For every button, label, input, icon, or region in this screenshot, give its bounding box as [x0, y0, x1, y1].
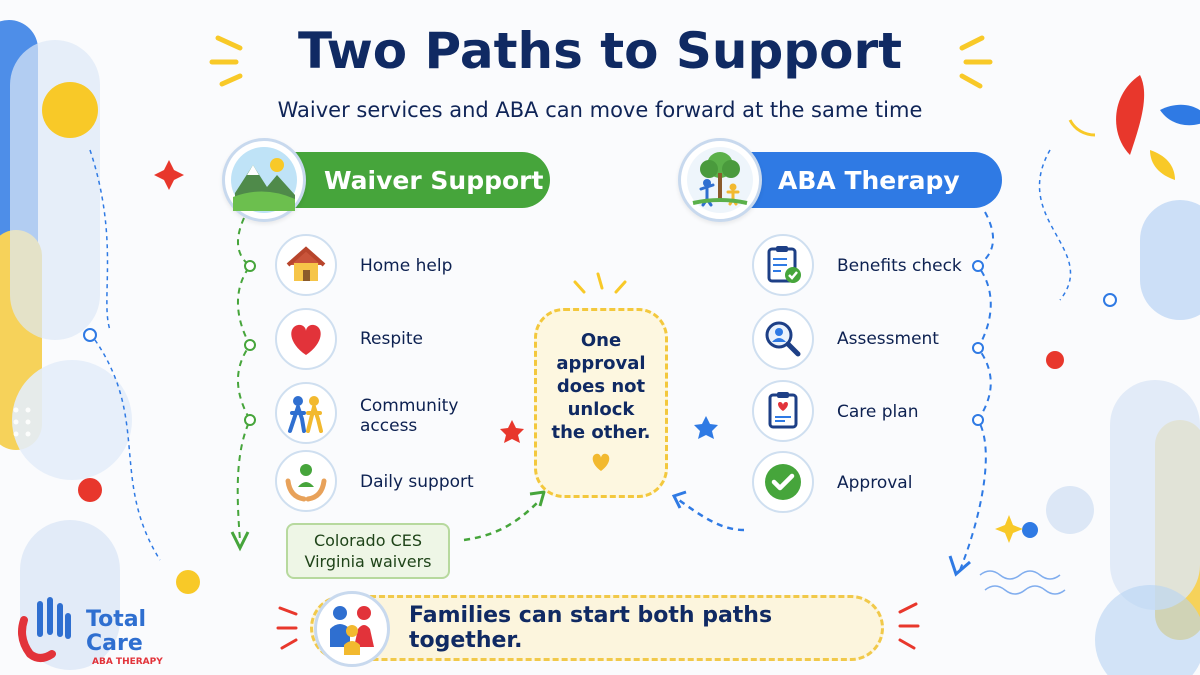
- waiver-item-home-help: Home help: [360, 256, 453, 276]
- banner-text: Families can start both paths together.: [409, 603, 773, 653]
- aba-item-assessment: Assessment: [837, 329, 939, 349]
- people-walking-icon: [275, 382, 337, 444]
- aba-therapy-header: ABA Therapy: [720, 152, 1002, 208]
- checkmark-circle-icon: [752, 451, 814, 513]
- heart-icon: [275, 308, 337, 370]
- aba-item-care-plan: Care plan: [837, 402, 919, 422]
- logo-tagline: ABA THERAPY: [92, 657, 163, 667]
- mountain-landscape-icon: [222, 138, 306, 222]
- waiver-item-community-access: Community access: [360, 396, 459, 436]
- page-title: Two Paths to Support: [297, 22, 903, 80]
- clipboard-heart-icon: [752, 380, 814, 442]
- waiver-item-respite: Respite: [360, 329, 424, 349]
- waiver-support-header: Waiver Support: [258, 152, 550, 208]
- families-banner: Families can start both paths together.: [310, 595, 884, 661]
- house-icon: [275, 234, 337, 296]
- waiver-program-colorado: Colorado CES: [313, 531, 423, 550]
- center-note-text: One approval does not unlock the other.: [551, 330, 651, 443]
- waiver-programs-box: Colorado CES Virginia waivers: [286, 523, 450, 579]
- magnifier-person-icon: [752, 308, 814, 370]
- logo-text-care: Care: [86, 631, 143, 656]
- page-subtitle: Waiver services and ABA can move forward…: [277, 98, 923, 122]
- small-heart-icon: [592, 453, 610, 471]
- aba-item-approval: Approval: [837, 473, 913, 493]
- waiver-header-label: Waiver Support: [324, 165, 544, 195]
- clipboard-check-icon: [752, 234, 814, 296]
- family-icon: [314, 591, 390, 667]
- caring-hands-icon: [275, 450, 337, 512]
- aba-item-benefits-check: Benefits check: [837, 256, 962, 276]
- waiver-item-daily-support: Daily support: [360, 472, 474, 492]
- total-care-logo: Total Care ABA THERAPY: [10, 590, 180, 670]
- logo-text-total: Total: [86, 607, 146, 632]
- center-note-box: One approval does not unlock the other.: [534, 308, 668, 498]
- waiver-program-virginia: Virginia waivers: [304, 552, 432, 571]
- tree-people-icon: [678, 138, 762, 222]
- aba-header-label: ABA Therapy: [778, 165, 960, 195]
